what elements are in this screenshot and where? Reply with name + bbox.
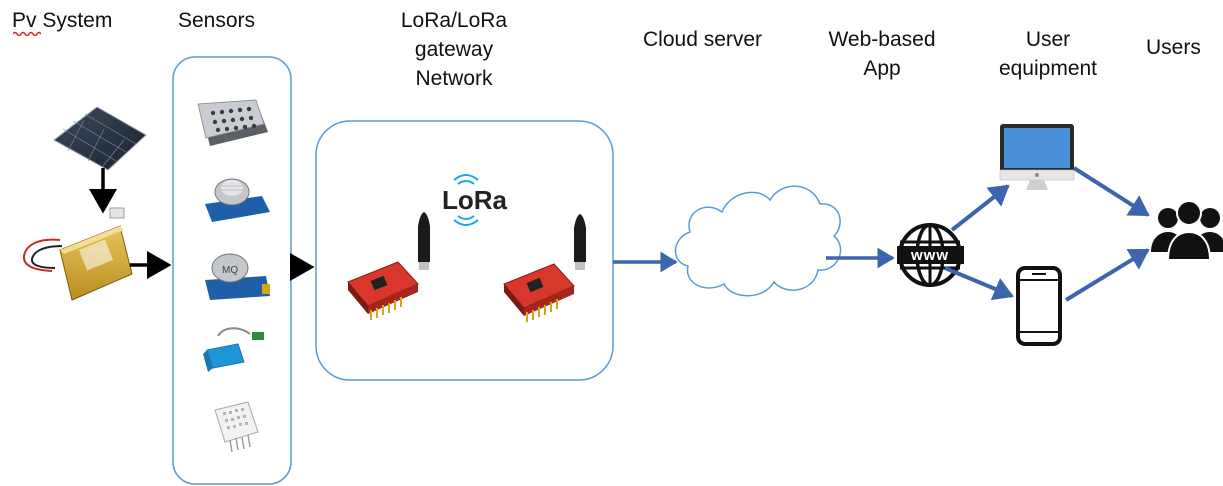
label-user-equipment: User equipment	[998, 28, 1098, 80]
mq-sensor-2-icon: MQ	[205, 253, 270, 300]
antenna-icon	[574, 214, 586, 270]
svg-text:MQ: MQ	[222, 265, 238, 276]
arrow-phone-to-users	[1064, 248, 1150, 302]
antenna-icon	[418, 212, 430, 270]
solar-panel-icon	[53, 106, 147, 171]
svg-text:www: www	[910, 247, 949, 264]
globe-www-icon: www	[897, 223, 964, 287]
label-cloud-server: Cloud server	[643, 28, 763, 51]
battery-icon	[22, 207, 133, 301]
dht22-sensor-icon	[214, 401, 259, 453]
arrow-web-to-monitor	[950, 184, 1010, 232]
svg-text:LoRa: LoRa	[442, 185, 508, 215]
lora-board-icon	[347, 261, 419, 320]
arrow-monitor-to-users	[1072, 166, 1150, 217]
arrow-web-to-phone	[944, 266, 1014, 301]
spellcheck-underline	[13, 31, 41, 36]
label-users: Users	[1146, 36, 1201, 59]
label-sensors: Sensors	[178, 9, 256, 32]
lora-logo: LoRa	[442, 174, 508, 226]
monitor-icon	[999, 124, 1075, 190]
gas-sensor-icon	[197, 99, 268, 146]
dht11-sensor-icon	[203, 327, 264, 372]
smartphone-icon	[1016, 266, 1062, 346]
users-group-icon	[1151, 200, 1223, 261]
mq-sensor-icon	[205, 178, 270, 222]
label-pv-system: Pv System	[12, 9, 113, 32]
lora-board-icon	[503, 263, 575, 322]
cloud-icon	[674, 185, 842, 297]
label-gateway: LoRa/LoRa gateway Network	[400, 9, 508, 90]
label-web-app: Web-based App	[828, 28, 936, 80]
gateway-frame	[315, 120, 614, 381]
